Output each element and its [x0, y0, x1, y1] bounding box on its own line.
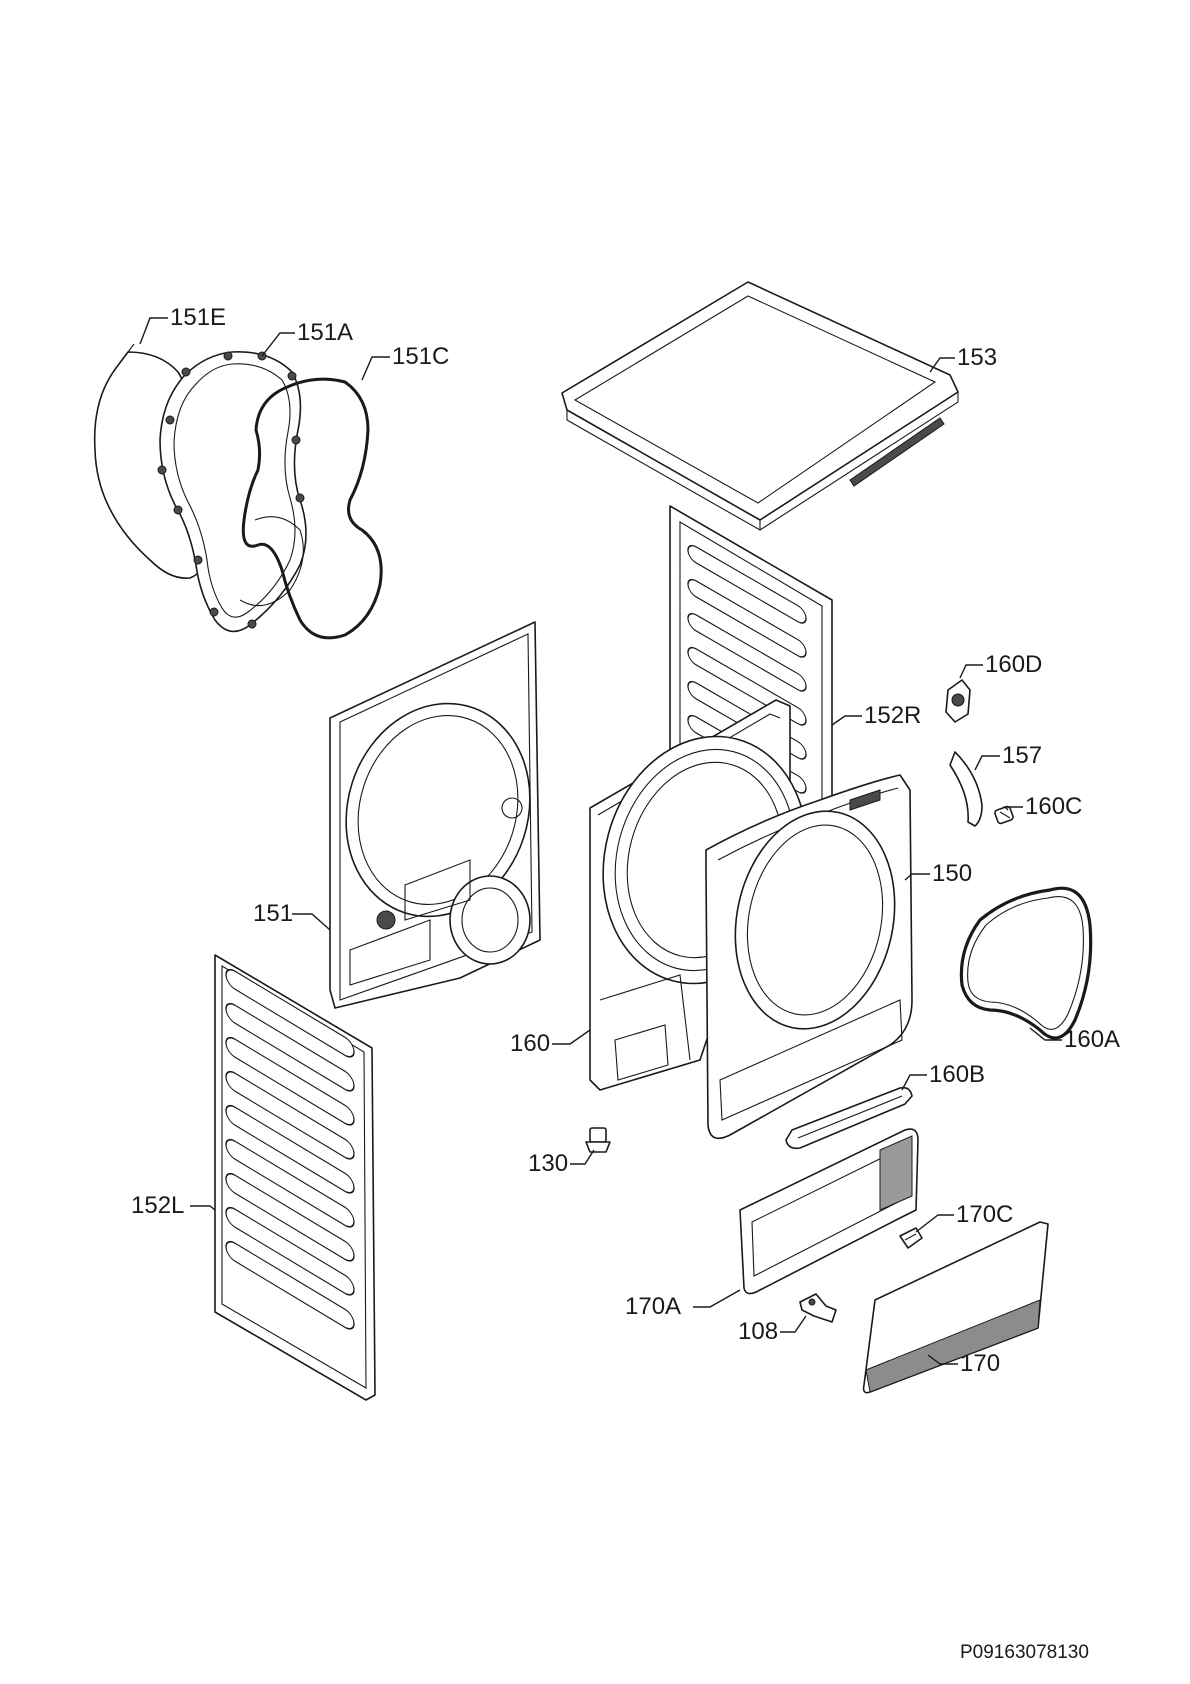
callout-160: 160	[510, 1030, 550, 1057]
callout-151: 151	[253, 900, 293, 927]
callout-labels: 151E 151A 151C 153 160D 152R 157 160C 15…	[131, 304, 1120, 1377]
callout-152L: 152L	[131, 1192, 184, 1219]
callout-170: 170	[960, 1350, 1000, 1377]
callout-160C: 160C	[1025, 793, 1082, 820]
part-170C-clip	[899, 1227, 923, 1249]
callout-160B: 160B	[929, 1061, 985, 1088]
callout-170C: 170C	[956, 1201, 1013, 1228]
callout-170A: 170A	[625, 1293, 681, 1320]
part-151C-felt-seal	[241, 377, 383, 640]
drawing-code: P09163078130	[960, 1642, 1089, 1663]
part-170A-kickplate-frame	[739, 1128, 919, 1295]
callout-157: 157	[1002, 742, 1042, 769]
part-160B-filter-gasket	[785, 1086, 913, 1150]
callout-152R: 152R	[864, 702, 921, 729]
part-160A-door-seal	[959, 886, 1093, 1040]
callout-150: 150	[932, 860, 972, 887]
part-157-strip	[949, 751, 983, 827]
part-130-foot	[585, 1127, 611, 1153]
callout-108: 108	[738, 1318, 778, 1345]
callout-160A: 160A	[1064, 1026, 1120, 1053]
callout-130: 130	[528, 1150, 568, 1177]
callout-151A: 151A	[297, 319, 353, 346]
part-153-top-lid	[561, 281, 959, 531]
part-170-kickplate	[862, 1221, 1049, 1394]
part-150-front-panel	[705, 774, 913, 1140]
callout-160D: 160D	[985, 651, 1042, 678]
part-160D-bracket	[945, 679, 971, 723]
part-151-rear-frame	[329, 621, 541, 1009]
leader-lines	[139, 317, 1062, 1365]
part-160C-knob	[994, 805, 1014, 825]
callout-151E: 151E	[170, 304, 226, 331]
callout-153: 153	[957, 344, 997, 371]
part-152L-left-side-panel	[214, 954, 376, 1401]
part-108-switch	[799, 1293, 837, 1323]
part-151A-bearing-ring	[157, 351, 307, 633]
callout-151C: 151C	[392, 343, 449, 370]
